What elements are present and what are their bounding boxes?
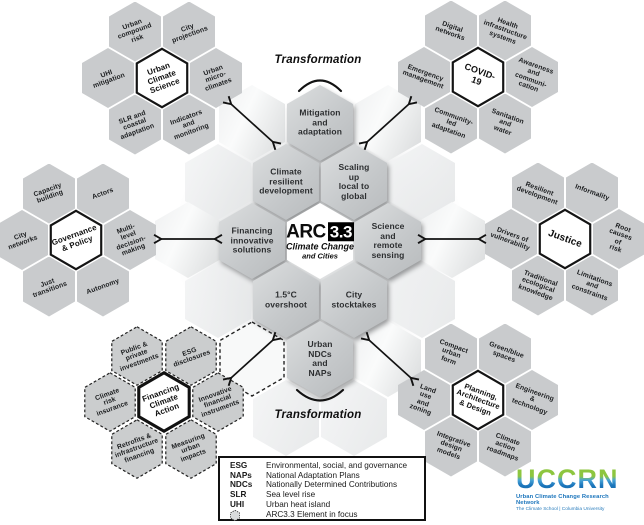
hex-covid-19: COVID-19 (451, 46, 505, 108)
hex-1-5-c-overshoot: 1.5°C overshoot (253, 262, 319, 338)
hex-indicators-and-monitoring: Indicators and monitoring (163, 94, 215, 155)
hex-planning-architecture-design: Planning, Architecture & Design (451, 369, 505, 431)
legend-text: Urban heat island (266, 499, 331, 509)
hex-measuring-urban-impacts: Measuring urban impacts (165, 418, 217, 479)
legend-row-esg: ESG Environmental, social, and governanc… (230, 461, 424, 471)
arc-version-badge: 3.3 (327, 222, 354, 242)
hex-city-projections: City projections (163, 1, 215, 62)
legend-text: National Adaptation Plans (266, 470, 360, 480)
hex-scaling-up-local-to-global-label: Scaling up local to global (338, 161, 370, 201)
hex-autonomy: Autonomy (77, 256, 129, 317)
double-arrow-bottom-right (360, 331, 420, 387)
transformation-arc-top (297, 79, 343, 93)
legend-text: ARC3.3 Element in focus (266, 509, 358, 519)
legend-text: Sea level rise (266, 490, 316, 500)
hex-justice: Justice (538, 208, 592, 270)
uccrn-logo-school-name: The Climate School | Columbia University (516, 507, 605, 512)
legend-abbr: NAPs (230, 470, 252, 480)
hex-climate-resilient-development: Climate resilient development (253, 144, 319, 220)
arc-subtitle-line1: Climate Change (285, 241, 354, 252)
hex-innovative-financial-instruments: Innovative financial instruments (192, 372, 244, 432)
hex-traditional-ecological-knowledge: Traditional ecological knowledge (512, 255, 564, 316)
hex-limitations-and-constraints: Limitations and constraints (566, 255, 618, 316)
hex-science-and-remote-sensing: Science and remote sensing (355, 203, 421, 279)
hex-city-networks: City networks (0, 210, 48, 270)
hex-just-transitions: Just transitions (23, 256, 75, 317)
transformation-label-bottom: Transformation (274, 409, 362, 421)
hex-city-stocktakes: City stocktakes (321, 262, 387, 338)
arc-center-content: ARC 3.3 Climate Change and Cities (277, 222, 363, 260)
hex-engineering-technology: Engineering & technology (506, 370, 558, 430)
hex-awareness-and-communi-cation: Awareness and communi- cation (506, 47, 558, 107)
hex-capacity-building: Capacity building (23, 163, 75, 224)
transformation-label-top: Transformation (274, 54, 362, 66)
hex-urban-compound-risk: Urban compound risk (109, 1, 161, 62)
hex-1-5-c-overshoot-label: 1.5°C overshoot (265, 289, 307, 309)
hex-slr-and-coastal-adaptation: SLR and coastal adaptation (109, 94, 161, 155)
hex-digital-networks: Digital networks (425, 0, 477, 61)
legend-abbr: SLR (230, 490, 247, 500)
hex-retrofits-infrastructure-financing: Retrofits & infrastructure financing (111, 418, 163, 479)
hex-urban-ndcs-and-naps-label: Urban NDCs and NAPs (307, 338, 333, 378)
hex-urban-climate-science: Urban Climate Science (135, 47, 189, 109)
hex-root-causes-of-risk: Root causes of risk (593, 209, 644, 269)
legend-row-ndcs: NDCs Nationally Determined Contributions (230, 480, 424, 490)
legend-row-naps: NAPs National Adaptation Plans (230, 471, 424, 481)
hex-community-led-adaptation: Community- led adaptation (425, 93, 477, 154)
uccrn-logo: UCCRN Urban Climate Change Research Netw… (516, 466, 634, 513)
hex-city-stocktakes-label: City stocktakes (331, 289, 377, 309)
hex-resilient-development: Resilient development (512, 162, 564, 223)
hex-ghost (389, 262, 455, 338)
hex-informality: Informality (566, 162, 618, 223)
hex-urban-ndcs-and-naps: Urban NDCs and NAPs (287, 321, 353, 397)
hex-ghost (321, 380, 387, 456)
hex-sanitation-and-water: Sanitation and water (479, 93, 531, 154)
hex-scaling-up-local-to-global: Scaling up local to global (321, 144, 387, 220)
hex-actors: Actors (77, 163, 129, 224)
hex-ghost (253, 380, 319, 456)
legend-row-uhi: UHI Urban heat island (230, 500, 424, 510)
hex-science-and-remote-sensing-label: Science and remote sensing (371, 220, 405, 260)
arc-title: ARC (286, 221, 326, 243)
hex-climate-risk-insurance: Climate risk insurance (84, 372, 136, 432)
hex-financing-climate-action: Financing Climate Action (137, 370, 191, 434)
hex-ghost (185, 262, 251, 338)
hex-esg-disclosures: ESG disclosures (165, 325, 217, 386)
hex-governance-policy: Governance & Policy (49, 209, 103, 271)
hex-green-blue-spaces: Green/blue spaces (479, 323, 531, 384)
hex-financing-innovative-solutions-label: Financing innovative solutions (230, 225, 274, 255)
arc-subtitle-line2: and Cities (302, 250, 338, 260)
hex-financing-innovative-solutions: Financing innovative solutions (219, 203, 285, 279)
double-arrow-top-right (358, 95, 418, 151)
uccrn-logo-acronym: UCCRN (516, 466, 634, 493)
legend-abbr: UHI (230, 499, 245, 509)
hex-mitigation-and-adaptation-label: Mitigation and adaptation (298, 107, 342, 137)
legend-box: ESG Environmental, social, and governanc… (218, 456, 426, 521)
double-arrow-bottom-left (222, 331, 282, 387)
hex-compact-urban-form: Compact urban form (425, 323, 477, 384)
legend-row-slr: SLR Sea level rise (230, 490, 424, 500)
legend-row-focus: ARC3.3 Element in focus (230, 509, 424, 524)
double-arrow-top-left (222, 95, 282, 151)
transformation-arc-bottom (295, 388, 345, 402)
hex-drivers-of-vulnerability: Drivers of vulnerability (485, 209, 537, 269)
dashed-hexagon-icon (230, 509, 266, 524)
hex-climate-action-roadmaps: Climate action roadmaps (479, 416, 531, 477)
legend-text: Nationally Determined Contributions (266, 480, 398, 490)
legend-abbr: NDCs (230, 480, 253, 490)
hex-public-private-investments: Public & private investments (111, 325, 163, 386)
hex-multi-level-decision-making: Multi-level decision- making (104, 210, 156, 270)
hex-mitigation-and-adaptation: Mitigation and adaptation (287, 85, 353, 161)
legend-abbr: ESG (230, 461, 248, 470)
legend-text: Environmental, social, and governance (266, 461, 408, 470)
hex-health-infrastructure-systems: Health infrastructure systems (479, 0, 531, 61)
hex-climate-resilient-development-label: Climate resilient development (259, 166, 313, 196)
hex-integrative-design-models: Integrative design models (425, 416, 477, 477)
uccrn-logo-network-name: Urban Climate Change Research Network (516, 494, 609, 506)
hex-uhi-mitigation: UHI mitigation (82, 48, 134, 108)
hex-arc-3-3-center: ARC 3.3 Climate Change and Cities (286, 203, 354, 279)
